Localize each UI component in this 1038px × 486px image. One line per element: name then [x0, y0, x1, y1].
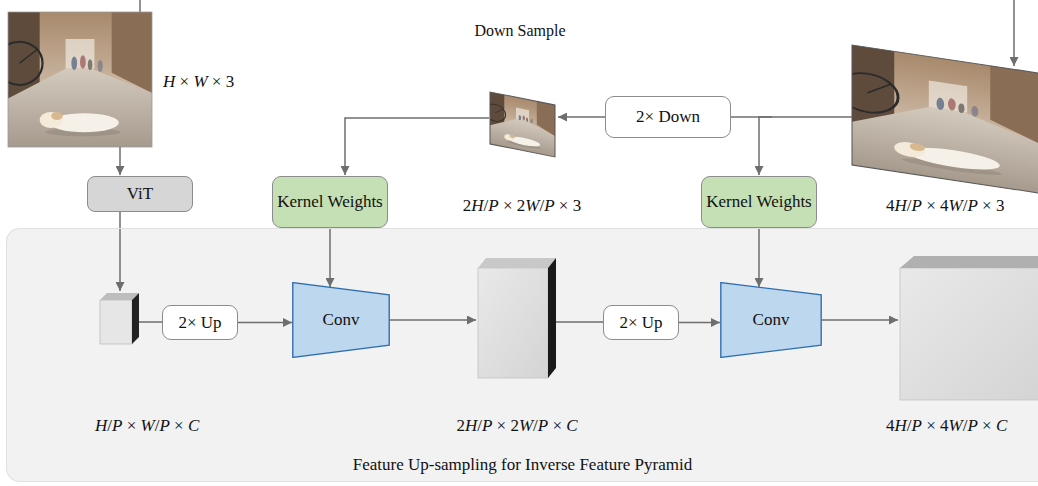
down-sample-box: 2× Down [605, 96, 731, 138]
math-letter: C [996, 416, 1007, 435]
box-label: Kernel Weights [277, 192, 383, 212]
box-label: 2× Up [619, 313, 662, 333]
math-letter: P [912, 416, 922, 435]
box-label: Conv [323, 310, 360, 330]
up-sample-box: 2× Up [603, 305, 679, 340]
wire [139, 321, 162, 323]
input-line [139, 0, 141, 12]
math-letter: W [949, 196, 963, 215]
math-letter: H [895, 416, 907, 435]
math-letter: W [949, 416, 963, 435]
math-letter: W [141, 416, 155, 435]
title-holder: Feature Up-sampling for Inverse Feature … [7, 455, 1038, 475]
vit-box: ViT [87, 176, 193, 212]
math-letter: P [112, 416, 122, 435]
wire [345, 118, 489, 175]
label-holder: 2H/P × 2W/P × 3 [463, 196, 581, 216]
math-letter: C [188, 416, 199, 435]
section-title: Down Sample [474, 21, 565, 40]
panel-ground [6, 228, 1038, 482]
wire [731, 116, 852, 118]
math-letter: H [95, 416, 107, 435]
feature-map [100, 293, 139, 344]
trapezoid-shape [293, 283, 389, 358]
math-letter: H [163, 72, 175, 91]
connector-arrow [758, 228, 760, 287]
box-label: ViT [127, 184, 153, 204]
input-photo [0, 12, 152, 147]
math-letter: C [566, 416, 577, 435]
math-letter: P [538, 416, 548, 435]
math-letter: W [193, 72, 207, 91]
math-letter: W [519, 416, 533, 435]
feature-map [900, 256, 1038, 400]
connector-arrow [329, 228, 331, 287]
math-letter: P [967, 416, 977, 435]
dimension-label: 4H/P × 4W/P × 3 [886, 196, 1004, 216]
math-letter: W [525, 196, 539, 215]
math-letter: P [912, 196, 922, 215]
wire [390, 319, 476, 321]
label-holder: H × W × 3 [163, 72, 234, 92]
pyramid-panel: Feature Up-sampling for Inverse Feature … [6, 228, 1038, 482]
panel-title: Feature Up-sampling for Inverse Feature … [353, 455, 692, 475]
upsampled-photo [837, 43, 1038, 194]
dimension-label: H × W × 3 [163, 72, 234, 92]
math-letter: P [482, 416, 492, 435]
label-holder: H/P × W/P × C [95, 416, 199, 436]
wire [119, 212, 121, 291]
wire [822, 319, 898, 321]
box-label: 2× Down [636, 107, 700, 127]
kernel-weights-box: Kernel Weights [701, 176, 817, 228]
wire [556, 321, 603, 323]
label-holder: 4H/P × 4W/P × 3 [886, 196, 1004, 216]
dimension-label: 4H/P × 4W/P × C [886, 416, 1007, 436]
connector-arrow [238, 322, 292, 324]
input-line [1013, 0, 1015, 66]
math-letter: P [159, 416, 169, 435]
math-letter: P [488, 196, 498, 215]
box-label: Conv [753, 310, 790, 330]
math-letter: H [465, 416, 477, 435]
conv-trapezoid: Conv [292, 282, 390, 358]
label-holder: 4H/P × 4W/P × C [886, 416, 1007, 436]
wire [759, 117, 772, 175]
conv-trapezoid: Conv [720, 282, 822, 358]
label-holder: 2H/P × 2W/P × C [456, 416, 577, 436]
dimension-label: H/P × W/P × C [95, 416, 199, 436]
math-letter: H [895, 196, 907, 215]
math-letter: H [471, 196, 483, 215]
downsampled-photo [485, 91, 555, 157]
wire [119, 147, 121, 175]
wire [558, 116, 605, 118]
kernel-weights-box: Kernel Weights [272, 176, 388, 228]
label-holder: Down Sample [474, 21, 565, 40]
box-label: 2× Up [178, 313, 221, 333]
dimension-label: 2H/P × 2W/P × C [456, 416, 577, 436]
trapezoid-shape [721, 283, 821, 358]
math-letter: P [967, 196, 977, 215]
up-sample-box: 2× Up [162, 305, 238, 340]
math-letter: P [544, 196, 554, 215]
photo-frame [8, 12, 152, 147]
dimension-label: 2H/P × 2W/P × 3 [463, 196, 581, 216]
feature-map [478, 258, 556, 378]
connector-arrow [679, 322, 720, 324]
box-label: Kernel Weights [706, 192, 812, 212]
